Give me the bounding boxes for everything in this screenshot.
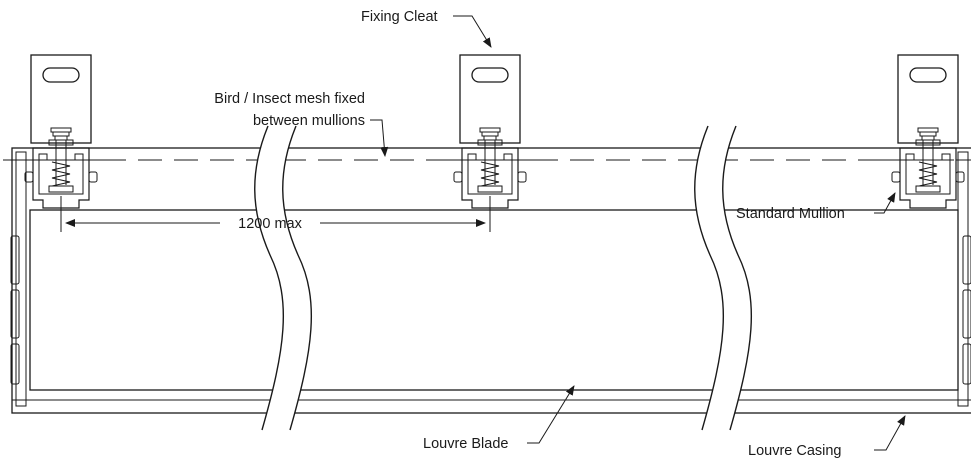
mesh-callout: Bird / Insect mesh fixed between mullion…	[214, 91, 389, 157]
break-line-right	[694, 125, 753, 431]
spacing-dimension: 1200 max	[60, 196, 491, 232]
standard-mullion-callout: Standard Mullion	[736, 192, 896, 222]
louvre-blade-label: Louvre Blade	[423, 436, 508, 452]
fixing-cleat-callout: Fixing Cleat	[361, 9, 492, 48]
louvre-blade-callout: Louvre Blade	[423, 385, 575, 452]
louvre-casing	[10, 147, 971, 414]
fixing-cleat-center	[459, 54, 521, 144]
louvre-casing-callout: Louvre Casing	[748, 415, 906, 459]
louvre-casing-label: Louvre Casing	[748, 443, 842, 459]
louvre-blade	[29, 209, 959, 391]
fixing-cleat-left	[30, 54, 92, 144]
spacing-label: 1200 max	[238, 216, 302, 232]
standard-mullion-label: Standard Mullion	[736, 206, 845, 222]
fixing-cleat-right	[897, 54, 959, 144]
mesh-label-line2: between mullions	[253, 113, 365, 129]
break-line-left	[254, 125, 313, 431]
fixing-cleat-label: Fixing Cleat	[361, 9, 438, 25]
mullion-right	[869, 127, 971, 209]
mesh-label-line1: Bird / Insect mesh fixed	[214, 91, 365, 107]
